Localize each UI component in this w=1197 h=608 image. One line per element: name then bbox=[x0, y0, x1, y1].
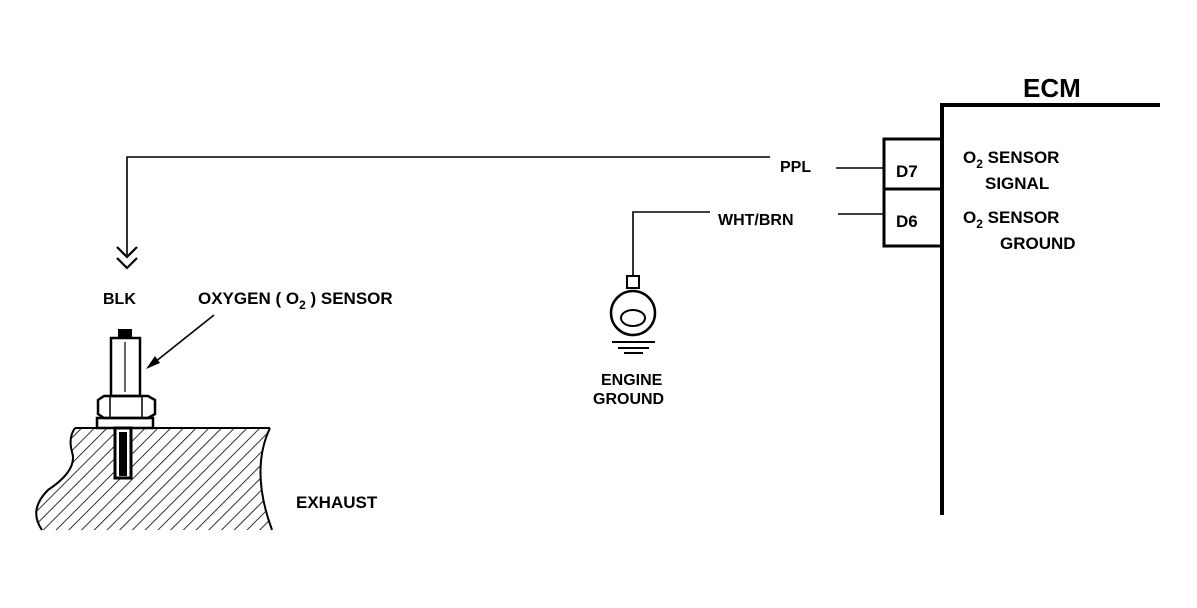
sensor-wire-color-label: BLK bbox=[103, 291, 136, 308]
signal-wire-color-label: PPL bbox=[780, 159, 811, 176]
sensor-pointer-arrowhead-icon bbox=[146, 356, 160, 369]
ecm-outline bbox=[940, 103, 1160, 515]
signal-wire: PPL bbox=[116, 156, 884, 270]
pin-d7-desc-line1: O2 SENSOR bbox=[963, 148, 1059, 171]
ground-wire-color-label: WHT/BRN bbox=[718, 212, 794, 229]
sensor-cap bbox=[118, 329, 132, 338]
engine-ground: ENGINE GROUND bbox=[593, 275, 664, 408]
pin-d7-desc-line2: SIGNAL bbox=[985, 174, 1049, 193]
ground-ring-terminal-icon bbox=[609, 289, 657, 337]
exhaust-pipe: EXHAUST bbox=[35, 427, 378, 531]
pin-d6-description: O2 SENSOR GROUND bbox=[963, 208, 1076, 253]
ecm-module: ECM bbox=[940, 73, 1160, 515]
sensor-pointer-line bbox=[149, 314, 215, 367]
pin-d6-box bbox=[882, 187, 944, 248]
exhaust-pipe-body bbox=[36, 428, 273, 530]
ground-ring-hole-icon bbox=[620, 309, 646, 327]
signal-wire-line bbox=[126, 156, 770, 255]
sensor-hex-nut bbox=[96, 394, 157, 420]
exhaust-label: EXHAUST bbox=[296, 493, 378, 512]
pin-d6-desc-line1: O2 SENSOR bbox=[963, 208, 1059, 231]
connector-chevron-icon bbox=[116, 246, 138, 259]
sensor-callout: OXYGEN ( O2 ) SENSOR bbox=[146, 289, 393, 369]
ecm-title: ECM bbox=[1023, 73, 1081, 103]
sensor-tip-core bbox=[119, 432, 127, 476]
engine-ground-label-line1: ENGINE bbox=[601, 372, 663, 389]
pin-d6-desc-line2: GROUND bbox=[1000, 234, 1076, 253]
ground-wire: WHT/BRN bbox=[632, 211, 884, 276]
ecm-connector: D7 D6 bbox=[882, 137, 944, 248]
pin-d7-description: O2 SENSOR SIGNAL bbox=[963, 148, 1059, 193]
ground-wire-line bbox=[632, 211, 710, 276]
engine-ground-label-line2: GROUND bbox=[593, 391, 664, 408]
connector-chevron-icon-2 bbox=[116, 257, 138, 270]
oxygen-sensor bbox=[95, 329, 157, 480]
ground-terminal-icon bbox=[626, 275, 640, 289]
oxygen-sensor-label: OXYGEN ( O2 ) SENSOR bbox=[198, 289, 393, 312]
pin-d7-label: D7 bbox=[896, 162, 918, 181]
pin-d6-label: D6 bbox=[896, 212, 918, 231]
